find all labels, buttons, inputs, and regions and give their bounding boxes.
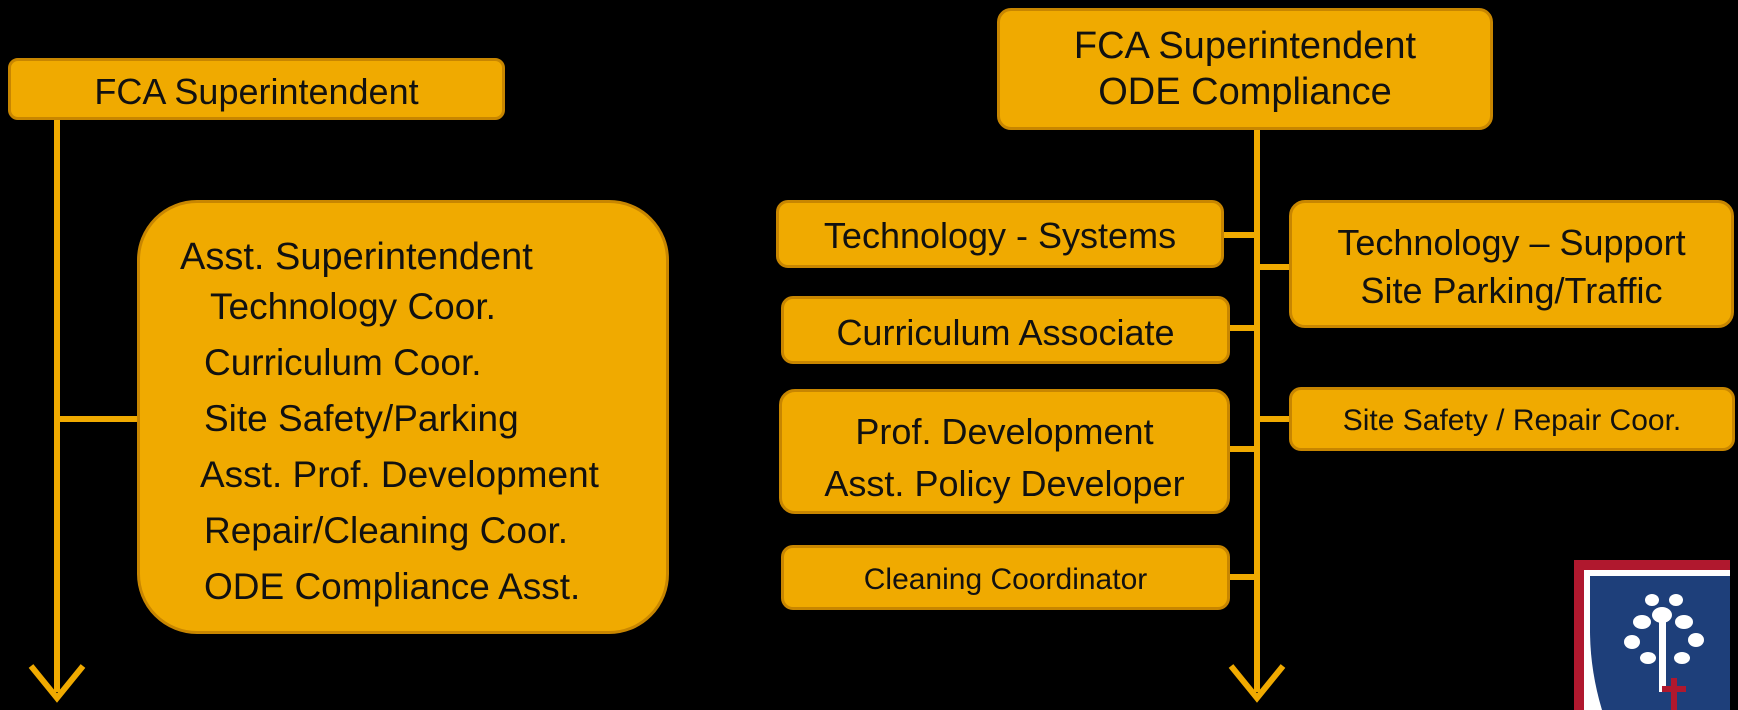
cleaning-coordinator-box: Cleaning Coordinator [781, 545, 1230, 610]
assistant-item: Technology Coor. [210, 286, 496, 327]
curriculum-associate-box: Curriculum Associate [781, 296, 1230, 364]
technology-systems-box: Technology - Systems [776, 200, 1224, 268]
assistant-item: Site Safety/Parking [204, 398, 519, 439]
connector-technology-systems [1222, 232, 1257, 238]
prof-development-box: Prof. Development Asst. Policy Developer [779, 389, 1230, 514]
school-crest-logo [1574, 560, 1730, 710]
cross-icon [1662, 678, 1686, 710]
right-superintendent-label: FCA Superintendent [1073, 25, 1417, 67]
connector-prof-development [1228, 446, 1257, 452]
connector-cleaning-coordinator [1228, 574, 1257, 580]
site-parking-label: Site Parking/Traffic [1360, 270, 1663, 311]
site-safety-label: Site Safety / Repair Coor. [1342, 404, 1682, 437]
right-trunk-line [1254, 130, 1260, 692]
right-down-arrow [1228, 664, 1286, 703]
connector-site-safety [1254, 416, 1291, 422]
tree-icon [1624, 594, 1704, 692]
assistant-item: Repair/Cleaning Coor. [204, 510, 569, 551]
right-superintendent-box: FCA Superintendent ODE Compliance [997, 8, 1493, 130]
prof-development-label: Prof. Development [855, 411, 1154, 452]
cleaning-coordinator-label: Cleaning Coordinator [863, 563, 1148, 596]
policy-developer-label: Asst. Policy Developer [824, 463, 1185, 504]
technology-support-box: Technology – Support Site Parking/Traffi… [1289, 200, 1734, 328]
right-compliance-label: ODE Compliance [1098, 71, 1392, 113]
left-branch-line [54, 416, 140, 422]
assistant-superintendent-title: Asst. Superintendent [180, 236, 533, 278]
left-superintendent-box: FCA Superintendent [8, 58, 505, 120]
connector-curriculum-associate [1228, 325, 1257, 331]
assistant-item: Curriculum Coor. [204, 342, 482, 383]
technology-support-label: Technology – Support [1337, 222, 1686, 263]
assistant-item: Asst. Prof. Development [200, 454, 599, 495]
connector-technology-support [1254, 264, 1291, 270]
left-down-arrow [28, 664, 86, 703]
assistant-superintendent-box: Asst. Superintendent Technology Coor. Cu… [137, 200, 669, 634]
assistant-item: ODE Compliance Asst. [204, 566, 581, 607]
curriculum-associate-label: Curriculum Associate [836, 312, 1175, 353]
left-superintendent-label: FCA Superintendent [94, 71, 419, 112]
site-safety-box: Site Safety / Repair Coor. [1289, 387, 1735, 451]
technology-systems-label: Technology - Systems [823, 215, 1177, 256]
left-trunk-line [54, 120, 60, 692]
